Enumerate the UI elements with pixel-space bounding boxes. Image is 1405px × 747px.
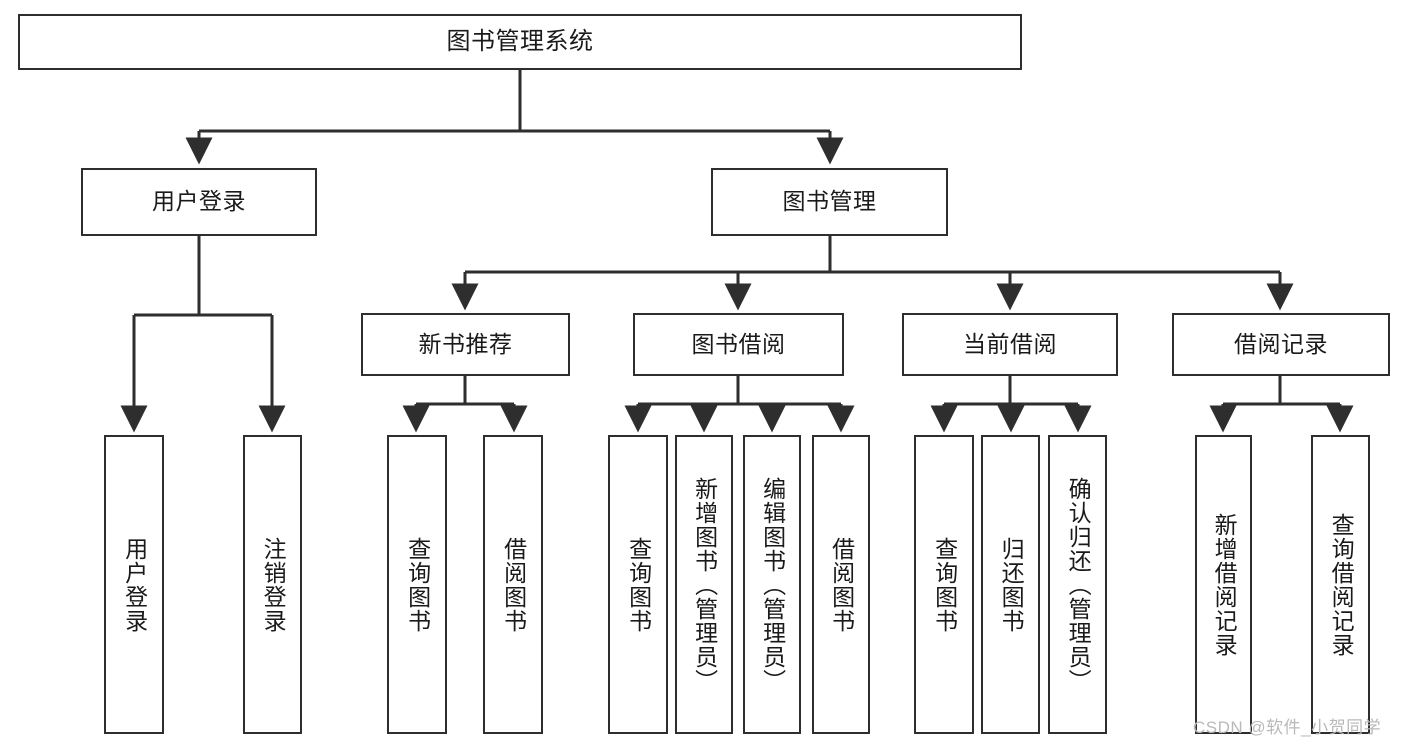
- node-new-book-recommend[interactable]: 新书推荐: [361, 313, 570, 376]
- node-borrow-record[interactable]: 借阅记录: [1172, 313, 1390, 376]
- leaf-query-book-recommend[interactable]: 查询图书: [387, 435, 447, 734]
- node-current-borrow[interactable]: 当前借阅: [902, 313, 1118, 376]
- node-label: 借阅图书: [828, 536, 855, 633]
- node-label: 用户登录: [121, 536, 148, 633]
- leaf-confirm-return-admin[interactable]: 确认归还（管理员）: [1048, 435, 1107, 734]
- leaf-user-login[interactable]: 用户登录: [104, 435, 164, 734]
- node-label: 注销登录: [260, 536, 287, 633]
- leaf-borrow-book-recommend[interactable]: 借阅图书: [483, 435, 543, 734]
- node-label: 新增借阅记录: [1211, 512, 1238, 657]
- node-user-login[interactable]: 用户登录: [81, 168, 317, 236]
- node-label: 借阅图书: [500, 536, 527, 633]
- node-label: 查询图书: [931, 536, 958, 633]
- node-label: 查询借阅记录: [1328, 512, 1355, 657]
- node-label: 新书推荐: [418, 330, 513, 357]
- node-book-management[interactable]: 图书管理: [711, 168, 948, 236]
- leaf-query-book-current[interactable]: 查询图书: [914, 435, 974, 734]
- node-label: 当前借阅: [963, 330, 1057, 357]
- node-label: 用户登录: [152, 188, 246, 215]
- leaf-add-book-admin[interactable]: 新增图书（管理员）: [675, 435, 733, 734]
- node-label: 确认归还（管理员）: [1065, 476, 1092, 693]
- leaf-logout[interactable]: 注销登录: [243, 435, 302, 734]
- leaf-add-borrow-record[interactable]: 新增借阅记录: [1195, 435, 1252, 734]
- node-label: 查询图书: [404, 536, 431, 633]
- node-label: 归还图书: [998, 536, 1025, 633]
- node-book-borrow[interactable]: 图书借阅: [633, 313, 844, 376]
- node-label: 编辑图书（管理员）: [759, 476, 786, 693]
- leaf-query-borrow-record[interactable]: 查询借阅记录: [1311, 435, 1370, 734]
- node-label: 查询图书: [625, 536, 652, 633]
- node-label: 图书管理系统: [446, 27, 594, 55]
- leaf-return-book[interactable]: 归还图书: [981, 435, 1040, 734]
- leaf-edit-book-admin[interactable]: 编辑图书（管理员）: [743, 435, 801, 734]
- node-root-book-management-system[interactable]: 图书管理系统: [18, 14, 1022, 70]
- node-label: 新增图书（管理员）: [691, 476, 718, 693]
- leaf-borrow-book[interactable]: 借阅图书: [812, 435, 870, 734]
- csdn-watermark: CSDN @软件_小贺同学: [1193, 718, 1382, 737]
- node-label: 图书借阅: [691, 330, 786, 357]
- node-label: 图书管理: [782, 188, 877, 215]
- leaf-query-book-borrow[interactable]: 查询图书: [608, 435, 668, 734]
- node-label: 借阅记录: [1234, 330, 1328, 357]
